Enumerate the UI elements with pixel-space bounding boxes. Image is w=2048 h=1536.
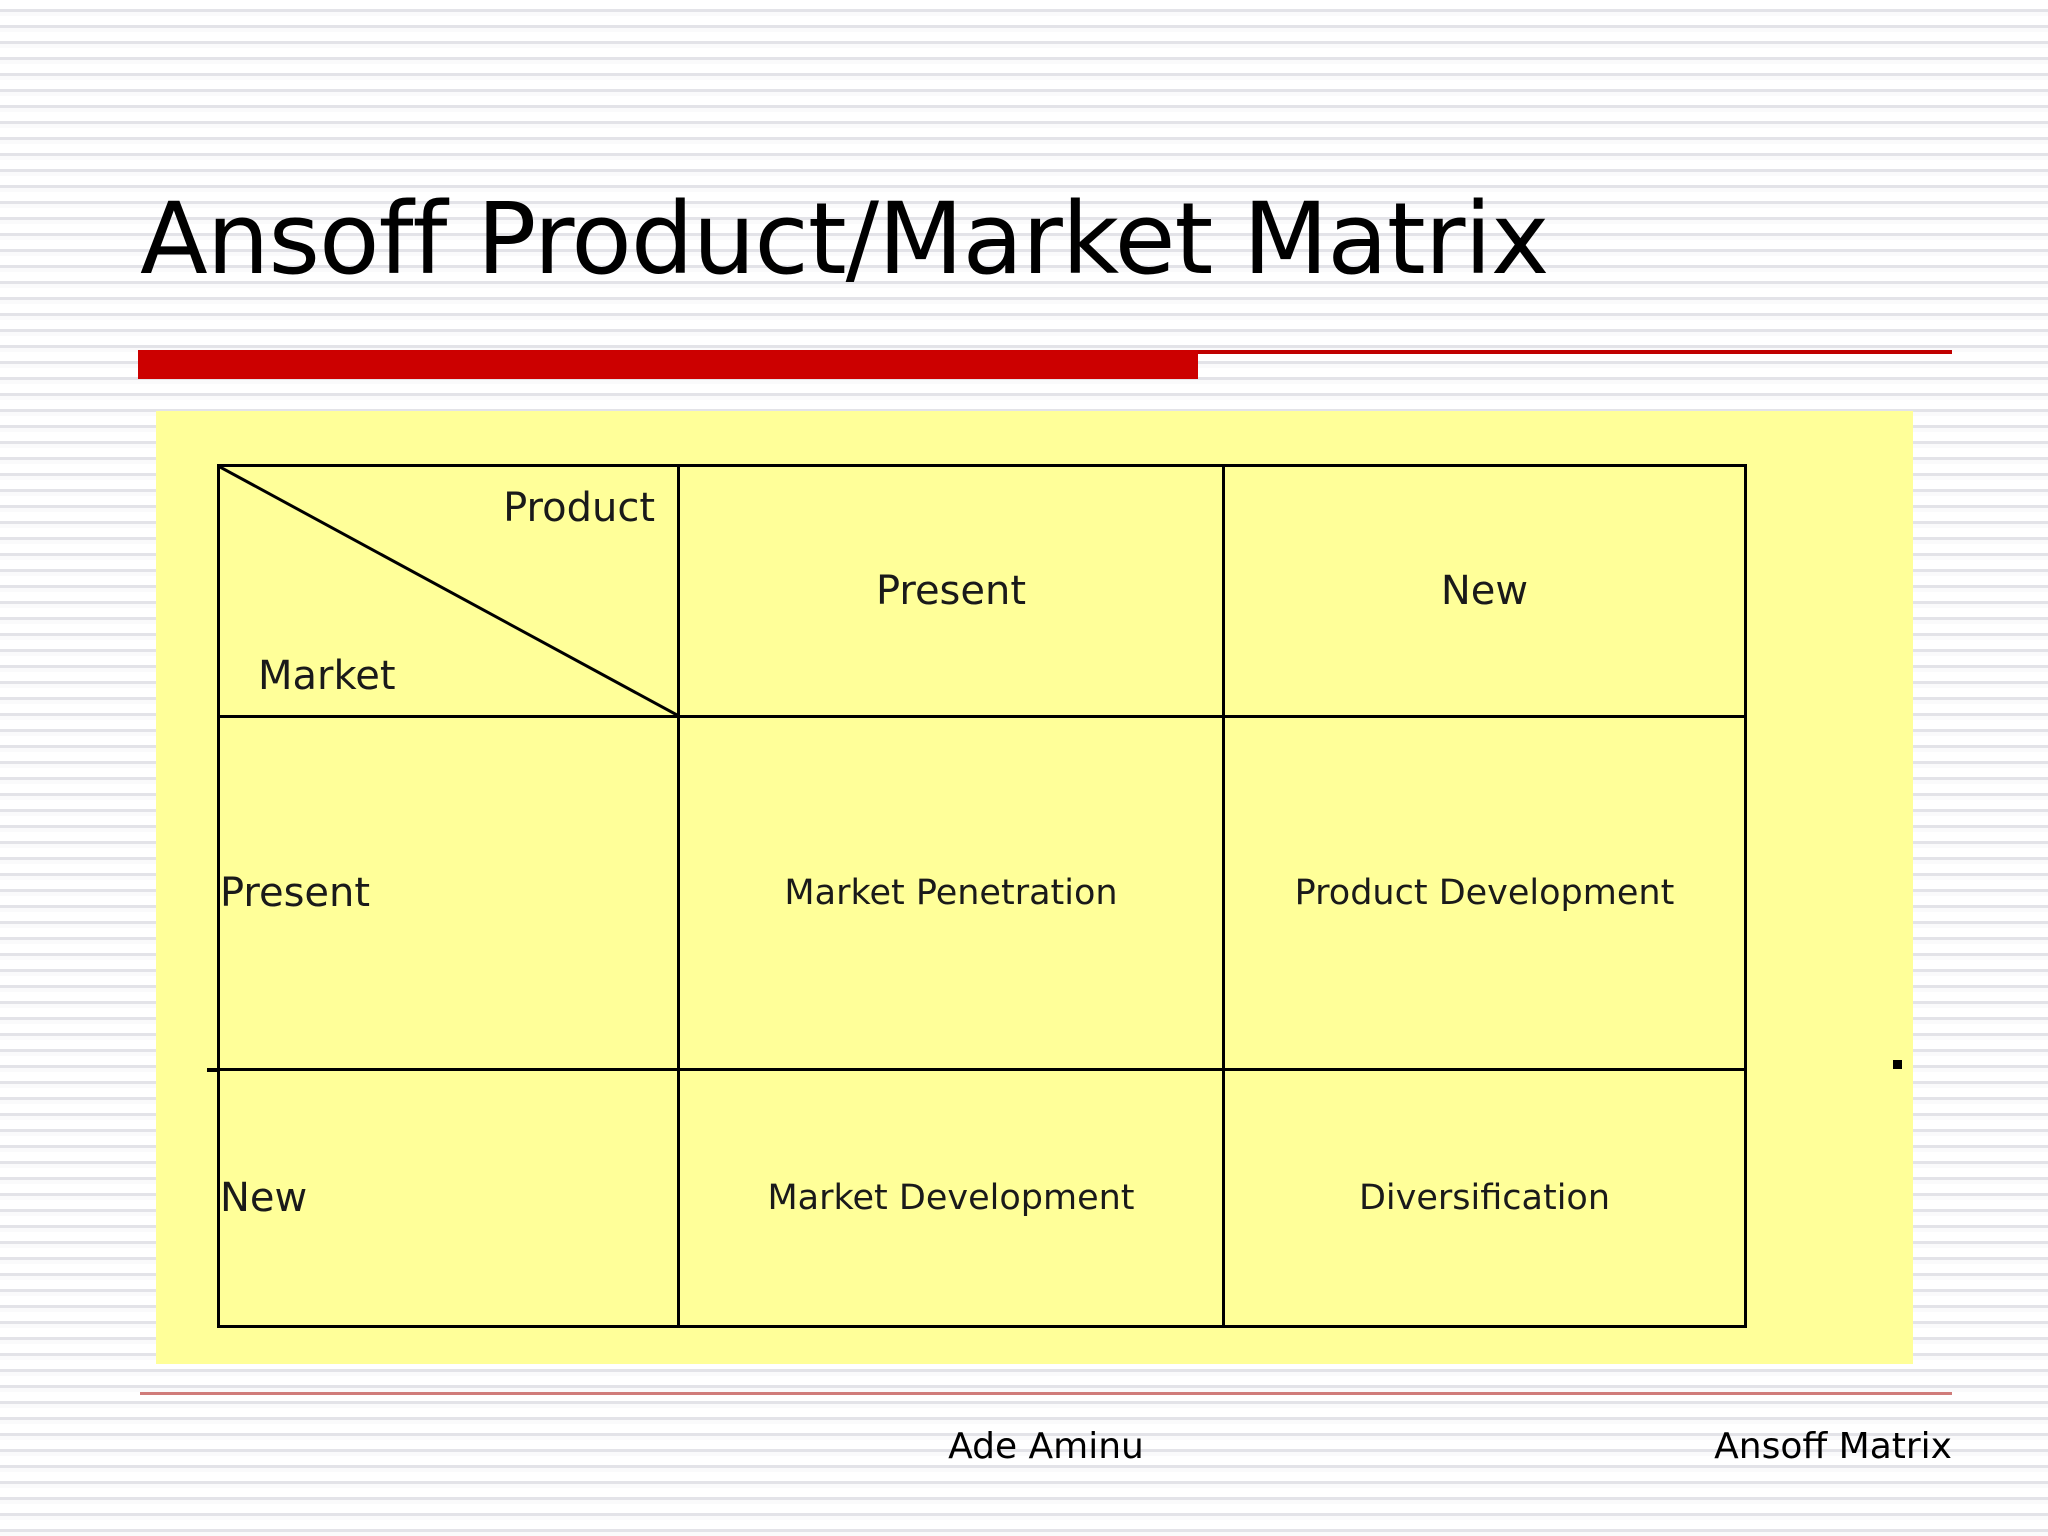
row-header-present: Present [217,715,680,1071]
cell-market-development: Market Development [677,1068,1225,1328]
diagonal-divider-icon [220,467,677,715]
matrix-corner-cell: Product Market [217,464,680,718]
title-underline-thick [138,350,1198,379]
cell-market-penetration: Market Penetration [677,715,1225,1071]
corner-row-axis-label: Market [258,653,396,699]
cell-diversification: Diversification [1222,1068,1747,1328]
table-row: Present Market Penetration Product Devel… [217,715,1747,1071]
footer-topic: Ansoff Matrix [1714,1426,1952,1467]
left-edge-tick-mark [207,1068,219,1072]
page-title: Ansoff Product/Market Matrix [140,182,1550,297]
corner-column-axis-label: Product [503,485,655,531]
table-row: New Market Development Diversification [217,1068,1747,1328]
ansoff-matrix-table: Product Market Present New Present Marke… [217,464,1747,1328]
column-header-present: Present [677,464,1225,718]
cell-product-development: Product Development [1222,715,1747,1071]
column-header-new: New [1222,464,1747,718]
row-header-new: New [217,1068,680,1328]
table-row: Product Market Present New [217,464,1747,718]
right-edge-dot-mark [1893,1060,1902,1069]
footer-divider [140,1392,1952,1395]
footer-author: Ade Aminu [948,1426,1144,1467]
slide-footer: Ade Aminu Ansoff Matrix [140,1426,1952,1486]
